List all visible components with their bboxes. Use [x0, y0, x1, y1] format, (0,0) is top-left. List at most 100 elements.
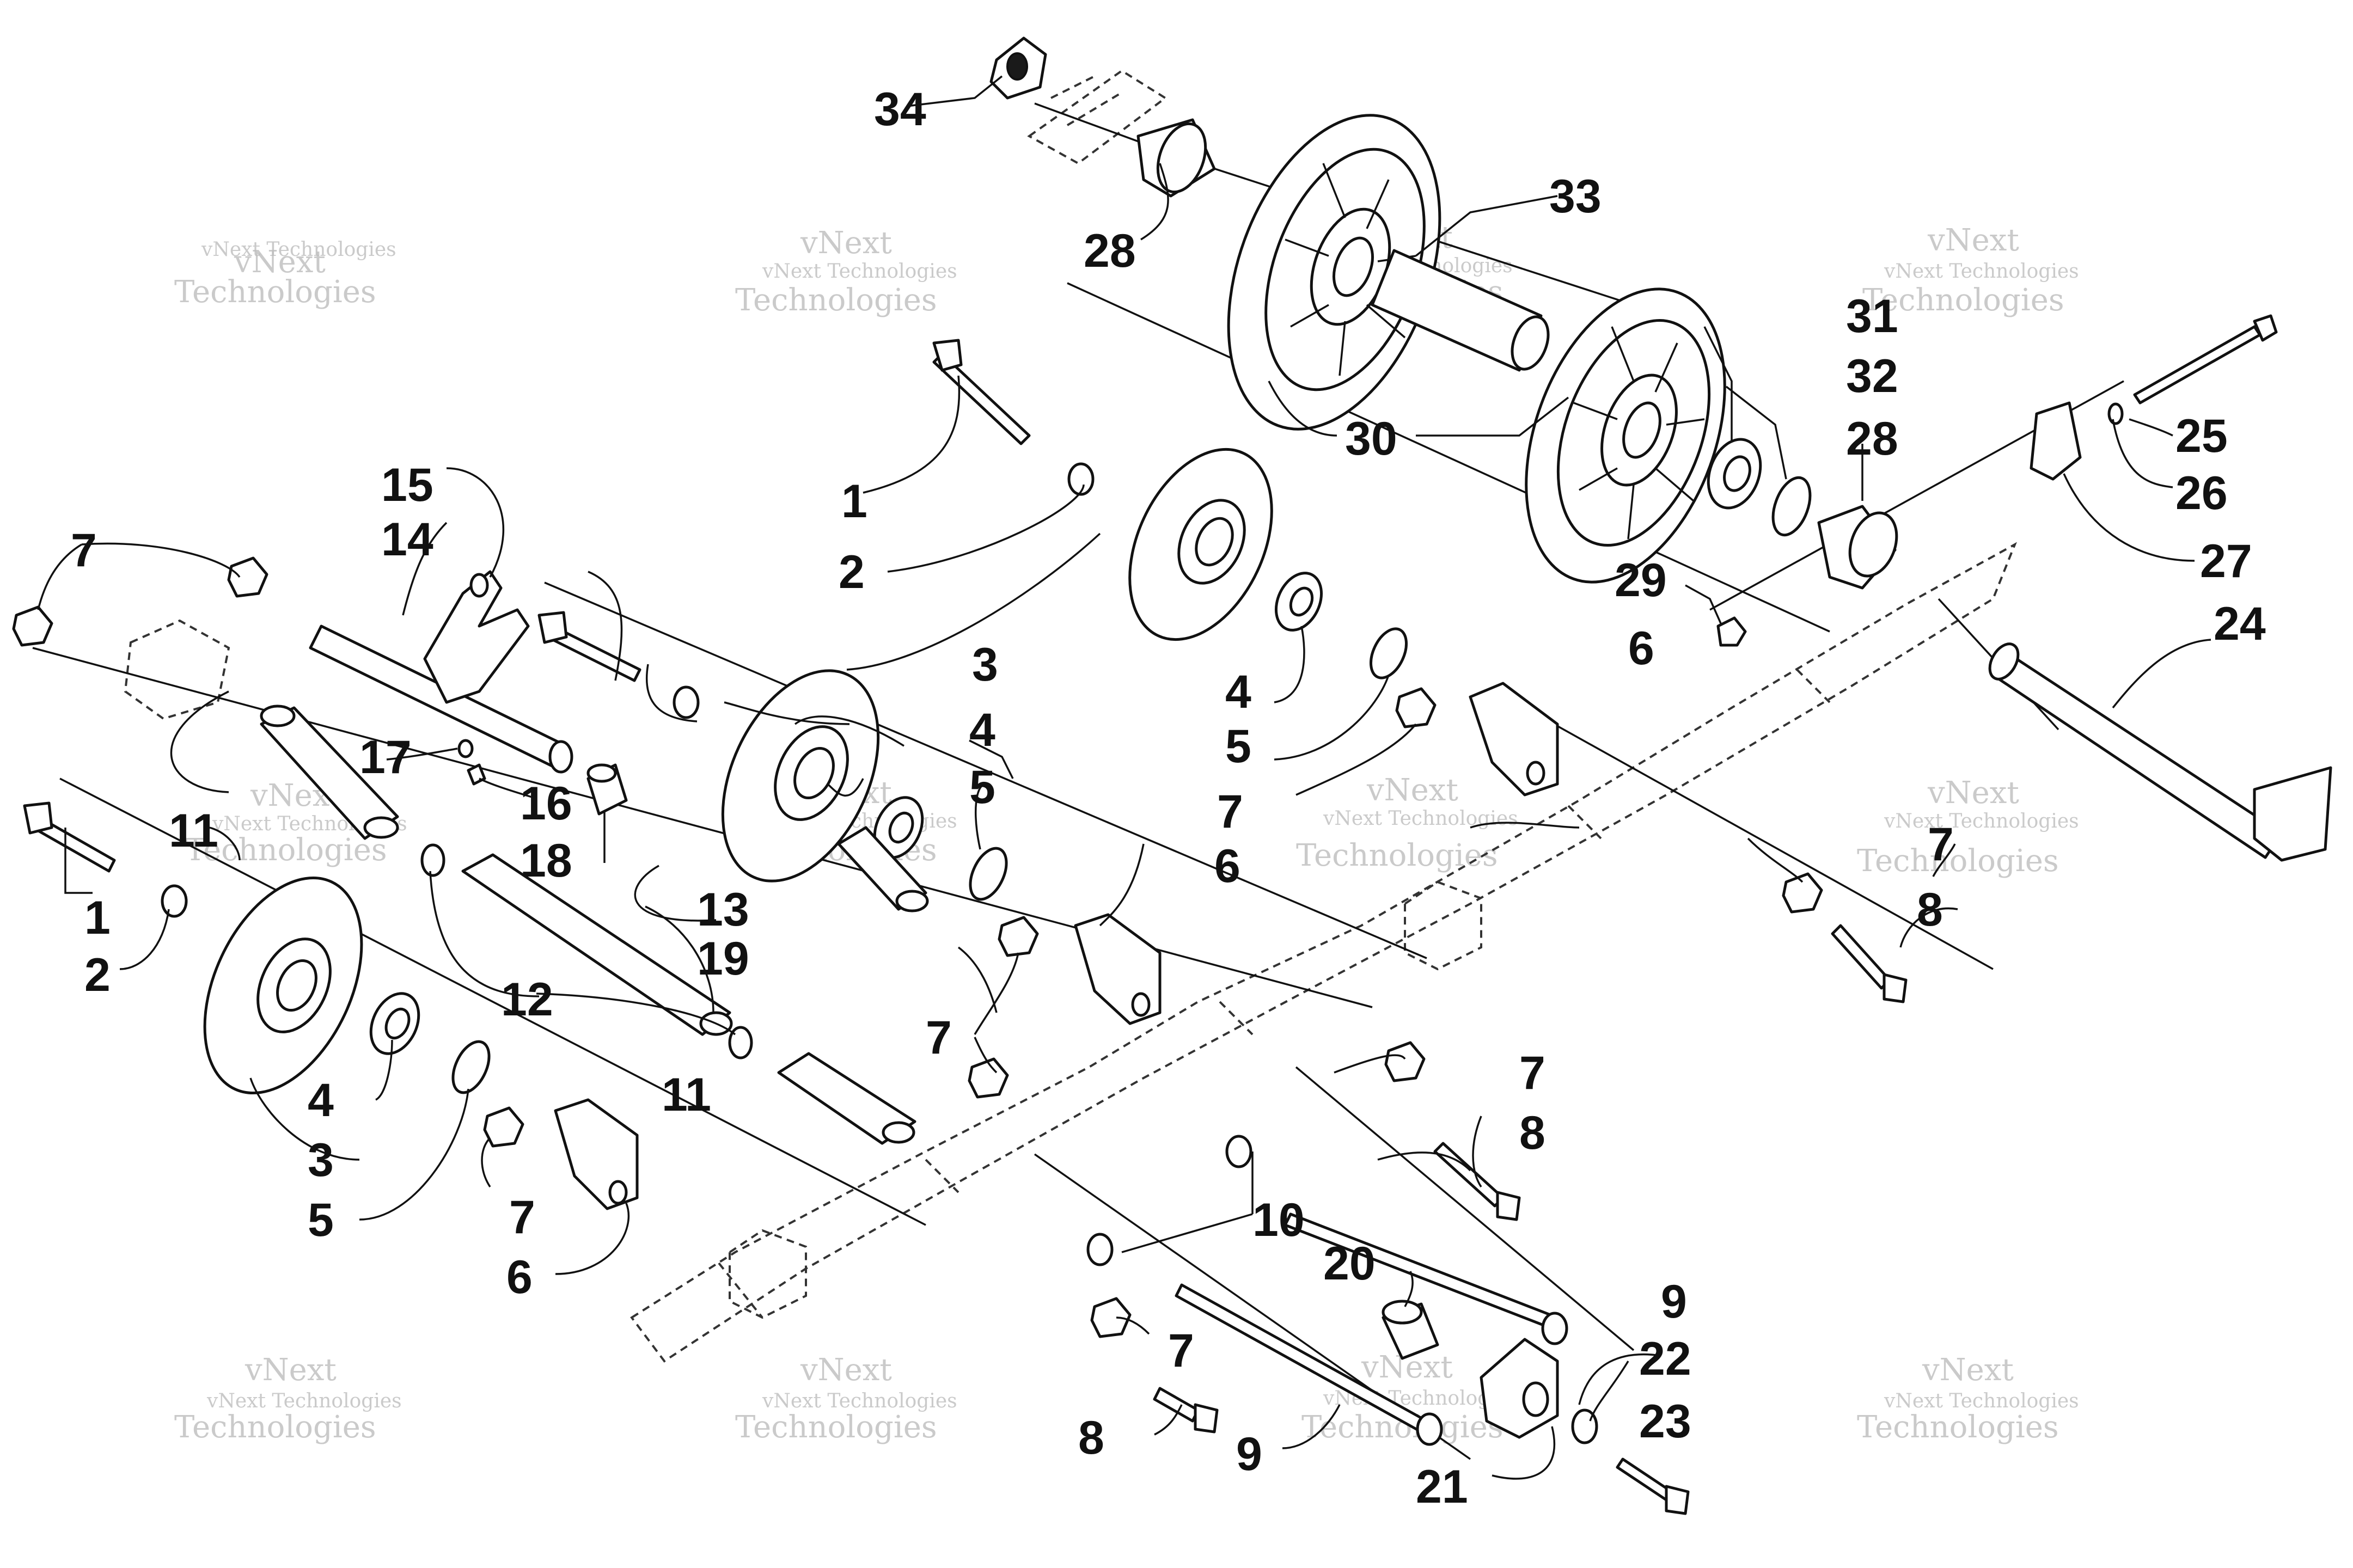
- sleeve-lower: [777, 1052, 916, 1145]
- bracket-21: [1480, 1338, 1559, 1439]
- watermark: vNext Technologies vNext Technologies: [174, 238, 396, 310]
- svg-text:vNext: vNext: [1366, 773, 1458, 808]
- bolt-8-lower: [1153, 1387, 1219, 1434]
- spacer-ring-upper: [420, 843, 445, 877]
- mount-bracket-lower: [554, 1098, 639, 1210]
- axle-tube: [1371, 249, 1550, 372]
- watermark: vNext Technologies vNext Technologies: [1857, 1352, 2079, 1445]
- callout-22: 22: [1639, 1333, 1691, 1385]
- pivot-shaft: [309, 624, 573, 774]
- wheel-hub-upper: [1136, 118, 1216, 198]
- callout-34: 34: [874, 83, 926, 136]
- wheel-hub-right: [1817, 505, 1898, 590]
- callout-23: 23: [1639, 1395, 1691, 1448]
- callout-labels: 34 28 33 30 31 32 28 29 25 26 27 24 1 2 …: [71, 83, 2266, 1513]
- nut-upper-right: [1395, 687, 1437, 728]
- sleeve-upper: [260, 705, 399, 840]
- callout-12: 12: [501, 973, 553, 1026]
- snap-ring-upper: [1370, 627, 1408, 679]
- svg-text:Technologies: Technologies: [1857, 843, 2059, 879]
- long-bolt-9-upper: [1284, 1212, 1568, 1345]
- bearing-upper: [1274, 572, 1323, 632]
- svg-text:Technologies: Technologies: [735, 1410, 937, 1445]
- grease-fitting: [457, 739, 474, 758]
- callout-21: 21: [1416, 1461, 1468, 1513]
- adjuster-bolt: [2133, 314, 2278, 405]
- watermark: vNext Technologies vNext Technologies: [735, 1352, 957, 1445]
- svg-text:vNext: vNext: [800, 1352, 892, 1388]
- callout-8-bottom: 8: [1078, 1412, 1104, 1464]
- callout-2-lower: 2: [84, 949, 111, 1001]
- callout-30: 30: [1345, 413, 1397, 465]
- nut-center: [968, 1057, 1009, 1099]
- washer-upper: [1067, 462, 1095, 496]
- svg-text:vNext Technologies: vNext Technologies: [201, 238, 396, 261]
- callout-14: 14: [381, 513, 433, 566]
- callout-25: 25: [2175, 410, 2228, 462]
- idler-wheel-upper: [1128, 448, 1273, 641]
- svg-text:vNext Technologies: vNext Technologies: [1323, 807, 1518, 830]
- rear-wheel-inner: [1525, 287, 1726, 584]
- bearing-rear: [1707, 438, 1762, 510]
- callout-7-mid-right: 7: [1519, 1047, 1545, 1099]
- snap-ring-lower: [451, 1040, 491, 1094]
- pivot-arm: [423, 570, 530, 704]
- callout-4-upper: 4: [1225, 666, 1251, 718]
- svg-text:vNext Technologies: vNext Technologies: [1884, 810, 2079, 832]
- svg-text:vNext: vNext: [234, 244, 326, 280]
- callout-24: 24: [2214, 598, 2266, 650]
- washer-lower: [161, 884, 188, 918]
- callout-8-mid-right: 8: [1519, 1107, 1545, 1159]
- svg-text:Technologies: Technologies: [174, 1410, 376, 1445]
- svg-text:Technologies: Technologies: [1862, 283, 2064, 318]
- svg-text:Technologies: Technologies: [735, 283, 937, 318]
- bolt-lower: [23, 801, 116, 873]
- svg-text:vNext: vNext: [1927, 775, 2019, 811]
- svg-text:vNext Technologies: vNext Technologies: [206, 1390, 402, 1412]
- callout-4-lower: 4: [308, 1074, 334, 1126]
- callout-5-upper: 5: [1225, 720, 1251, 773]
- svg-text:Technologies: Technologies: [185, 832, 387, 868]
- callout-33: 33: [1549, 170, 1602, 223]
- flange-nut-top: [989, 36, 1047, 100]
- parts: [12, 36, 2332, 1515]
- bearing-lower: [369, 992, 420, 1055]
- callout-3-upper: 3: [972, 639, 998, 691]
- callout-10: 10: [1252, 1194, 1305, 1246]
- callout-32: 32: [1846, 350, 1898, 402]
- callout-9-right: 9: [1661, 1276, 1687, 1328]
- spacer-20: [1382, 1300, 1439, 1360]
- callout-3-lower: 3: [308, 1134, 334, 1186]
- callout-15: 15: [381, 459, 433, 511]
- washer-10-upper: [1225, 1135, 1252, 1168]
- svg-text:vNext: vNext: [1927, 223, 2019, 258]
- svg-text:vNext Technologies: vNext Technologies: [762, 260, 957, 283]
- callout-1-upper: 1: [841, 475, 867, 528]
- slide-rail-phantom: [124, 69, 2017, 1363]
- callout-7-bottom: 7: [1168, 1325, 1194, 1377]
- callout-5-lower: 5: [308, 1194, 334, 1246]
- callout-4-middle: 4: [969, 704, 995, 756]
- callout-13: 13: [697, 884, 749, 936]
- watermark: vNext Technologies vNext Technologies: [1862, 223, 2079, 318]
- nut-top-left: [12, 605, 53, 647]
- watermark: vNext Technologies vNext Technologies: [174, 1352, 402, 1445]
- washer-10-lower: [1086, 1233, 1114, 1266]
- bolt-middle: [537, 611, 641, 682]
- watermark: vNext Technologies vNext Technologies: [735, 225, 957, 318]
- nut-middle: [998, 916, 1039, 957]
- svg-text:Technologies: Technologies: [174, 274, 376, 310]
- callout-17: 17: [359, 731, 412, 783]
- watermark: vNext Technologies vNext Technologies: [1857, 775, 2079, 879]
- nut-29: [1716, 616, 1747, 647]
- watermarks: vNext Technologies vNext Technologies vN…: [174, 220, 2079, 1445]
- spacer-ring-lower: [728, 1026, 753, 1059]
- mount-bracket-middle: [1074, 913, 1162, 1025]
- svg-text:vNext: vNext: [800, 225, 892, 261]
- adjuster-block: [2030, 401, 2082, 481]
- svg-text:Technologies: Technologies: [1296, 838, 1498, 873]
- rear-wheel-outer: [1227, 114, 1441, 431]
- washer-26: [2107, 402, 2124, 425]
- nut-bottom: [1090, 1297, 1132, 1338]
